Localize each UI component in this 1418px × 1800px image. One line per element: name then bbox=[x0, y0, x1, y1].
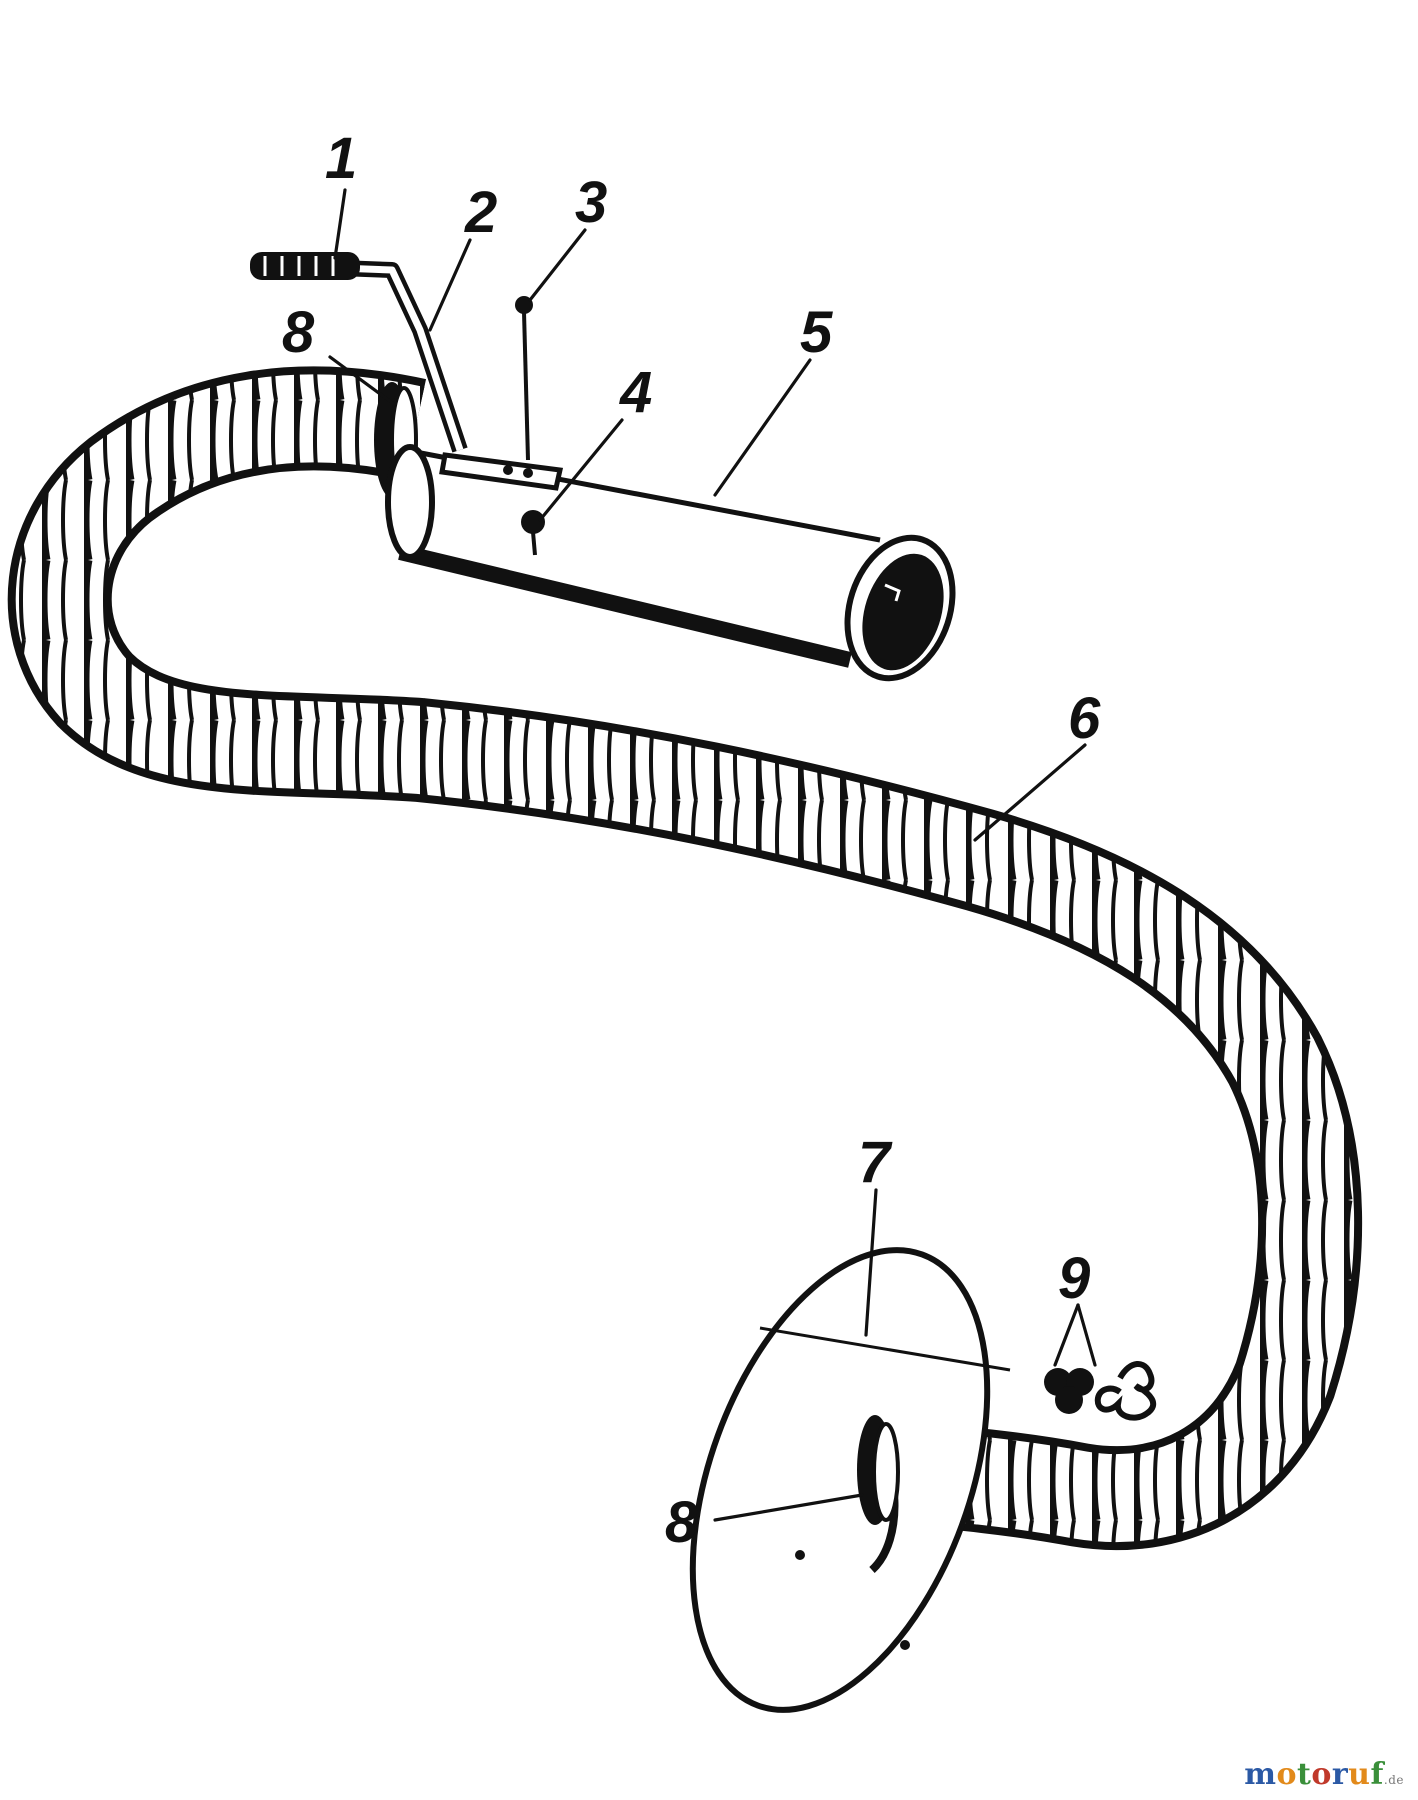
callout-label-4: 4 bbox=[619, 360, 652, 425]
watermark-letter: f bbox=[1370, 1757, 1384, 1792]
watermark-letter: r bbox=[1331, 1757, 1349, 1792]
fastener-nuts-part-9 bbox=[1044, 1361, 1157, 1421]
handle-grip bbox=[250, 252, 360, 280]
leader-line-5 bbox=[713, 358, 812, 497]
callout-label-7: 7 bbox=[858, 1130, 893, 1195]
watermark-suffix: .de bbox=[1383, 1773, 1404, 1787]
callout-label-6: 6 bbox=[1068, 686, 1101, 751]
flexible-hose bbox=[7, 366, 1363, 1551]
tube-bracket bbox=[439, 452, 564, 491]
leader-line-2 bbox=[428, 238, 472, 332]
callout-label-1: 1 bbox=[325, 126, 357, 191]
leader-line-7 bbox=[864, 1188, 878, 1337]
leader-line-8-bottom bbox=[713, 1493, 864, 1522]
screw-part-3 bbox=[515, 296, 533, 461]
leader-line-6 bbox=[973, 743, 1087, 842]
callout-label-3: 3 bbox=[575, 170, 607, 235]
watermark-letter: o bbox=[1311, 1757, 1332, 1792]
callout-label-5: 5 bbox=[800, 300, 833, 365]
nut-part-4 bbox=[521, 510, 545, 556]
watermark-letter: m bbox=[1244, 1757, 1277, 1792]
assembly-axis-line bbox=[759, 1326, 1011, 1372]
mounting-flange bbox=[689, 1247, 991, 1713]
watermark-letter: o bbox=[1276, 1757, 1297, 1792]
watermark-letter: u bbox=[1348, 1757, 1371, 1792]
watermark-letter: t bbox=[1296, 1757, 1312, 1792]
watermark-brand: motoruf bbox=[1244, 1757, 1384, 1792]
callout-label-2: 2 bbox=[464, 180, 497, 245]
leader-line-4 bbox=[538, 418, 624, 522]
leader-line-1 bbox=[333, 188, 347, 260]
watermark-logo: motoruf.de bbox=[1244, 1757, 1404, 1792]
discharge-tube bbox=[385, 444, 956, 682]
leader-line-8-top bbox=[328, 355, 397, 407]
leader-line-9-b bbox=[1076, 1303, 1097, 1367]
callout-label-8-bottom: 8 bbox=[665, 1490, 698, 1555]
callout-label-9: 9 bbox=[1058, 1246, 1090, 1311]
hose-clamp-lower bbox=[857, 1415, 900, 1525]
leader-line-3 bbox=[528, 228, 587, 302]
callout-label-8-top: 8 bbox=[282, 300, 315, 365]
leader-line-9-a bbox=[1053, 1303, 1080, 1367]
